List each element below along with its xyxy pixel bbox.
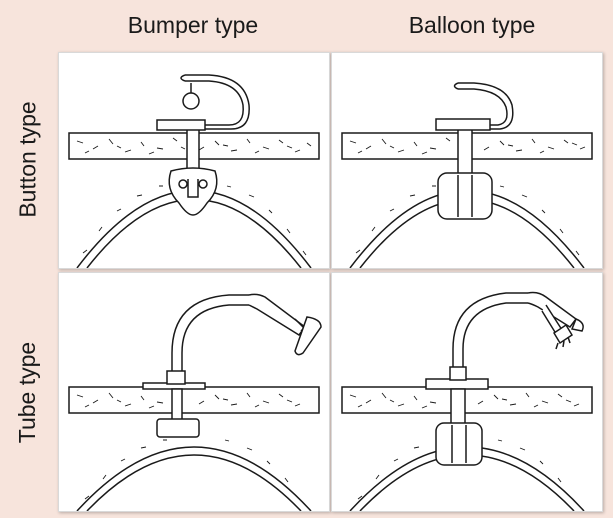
feeding-tube [171,294,249,371]
device-stem [186,128,200,174]
row-header-button: Button type [14,101,41,218]
device-stem [450,388,466,426]
internal-balloon [437,172,493,220]
column-header-balloon: Balloon type [408,11,536,38]
panel-button-bumper [58,52,330,269]
cap-strap [185,80,244,126]
external-base [435,118,491,131]
cap-plug [182,92,200,110]
device-stem [457,128,473,176]
abdominal-wall [68,386,320,414]
row-header-tube: Tube type [14,341,41,443]
tube-balloon-illustration [341,291,593,511]
panel-button-balloon [331,52,603,269]
internal-bumper [168,167,218,216]
tube-connector [527,291,578,329]
panel-tube-balloon [331,272,603,512]
cap-strap [458,88,508,126]
abdominal-wall [341,386,593,414]
button-balloon-illustration [341,82,593,268]
external-base [156,119,206,131]
button-bumper-illustration [68,74,320,268]
panel-tube-bumper [58,272,330,512]
device-stem [171,388,183,422]
internal-bumper [156,418,200,438]
tube-connector [248,293,307,336]
column-header-bumper: Bumper type [127,11,259,38]
feeding-tube [452,292,528,367]
stomach-wall [76,446,312,511]
tube-bumper-illustration [68,293,322,511]
internal-balloon [435,422,483,466]
